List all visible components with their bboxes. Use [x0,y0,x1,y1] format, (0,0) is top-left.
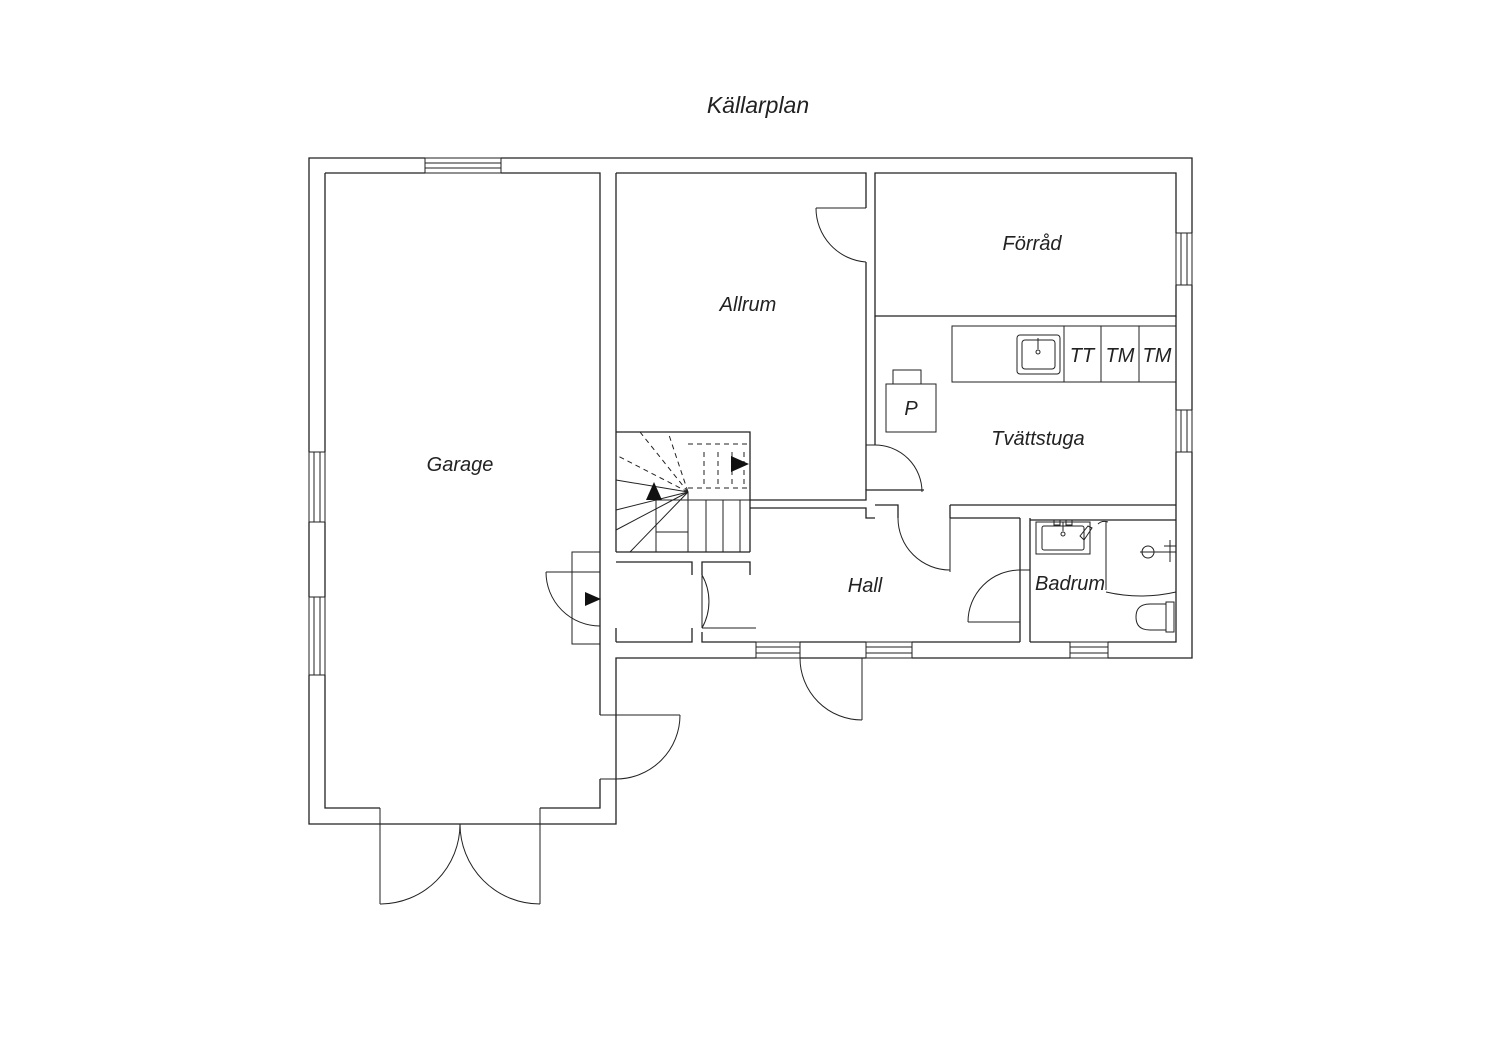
door-tvattstuga [866,444,923,493]
laundry-fixtures: TT TM TM P [885,325,1177,433]
toilet-icon [1135,601,1175,633]
window-hall-bottom-1 [755,640,801,660]
room-label-hall: Hall [848,575,883,597]
plan-title: Källarplan [707,92,809,118]
door-vestibule-hall [701,574,756,629]
room-label-forrad: Förråd [1003,233,1063,255]
window-hall-bottom-2 [865,640,913,660]
windows [307,156,1194,676]
interior-walls [616,316,1176,642]
boiler-unit: P [885,369,937,433]
staircase [615,431,750,553]
entrance-arrow-icon [585,592,601,606]
door-hall-corridor [897,517,951,572]
door-garage-double [379,808,541,905]
window-garage-top [424,156,502,175]
washbasin-icon [1035,519,1093,555]
room-labels: Garage Allrum Förråd Tvättstuga Hall Bad… [427,233,1105,597]
room-label-allrum: Allrum [719,294,777,316]
window-garage-left-1 [307,451,327,523]
fixture-tm-1: TM [1106,345,1135,367]
window-forrad-right [1174,232,1194,286]
stair-up-arrow-icon [646,482,662,500]
door-garage-side [600,714,681,780]
door-garage-vestibule [545,551,601,645]
laundry-sink-icon [1016,334,1061,375]
fixture-p: P [904,398,918,420]
room-label-garage: Garage [427,454,494,476]
door-allrum-forrad [815,207,867,263]
room-label-badrum: Badrum [1035,573,1105,595]
door-badrum [967,569,1030,623]
shower-icon [1097,520,1177,597]
window-garage-left-2 [307,596,327,676]
window-tvattstuga-right [1174,409,1194,453]
fixture-tt: TT [1070,345,1096,367]
fixture-tm-2: TM [1143,345,1172,367]
exterior-walls [308,157,1193,825]
door-hall-exterior [799,642,863,721]
room-label-tvattstuga: Tvättstuga [991,428,1084,450]
window-badrum-bottom [1069,640,1109,660]
doors [379,207,1030,905]
stair-right-arrow-icon [731,456,749,472]
bathroom-fixtures [1035,519,1177,633]
